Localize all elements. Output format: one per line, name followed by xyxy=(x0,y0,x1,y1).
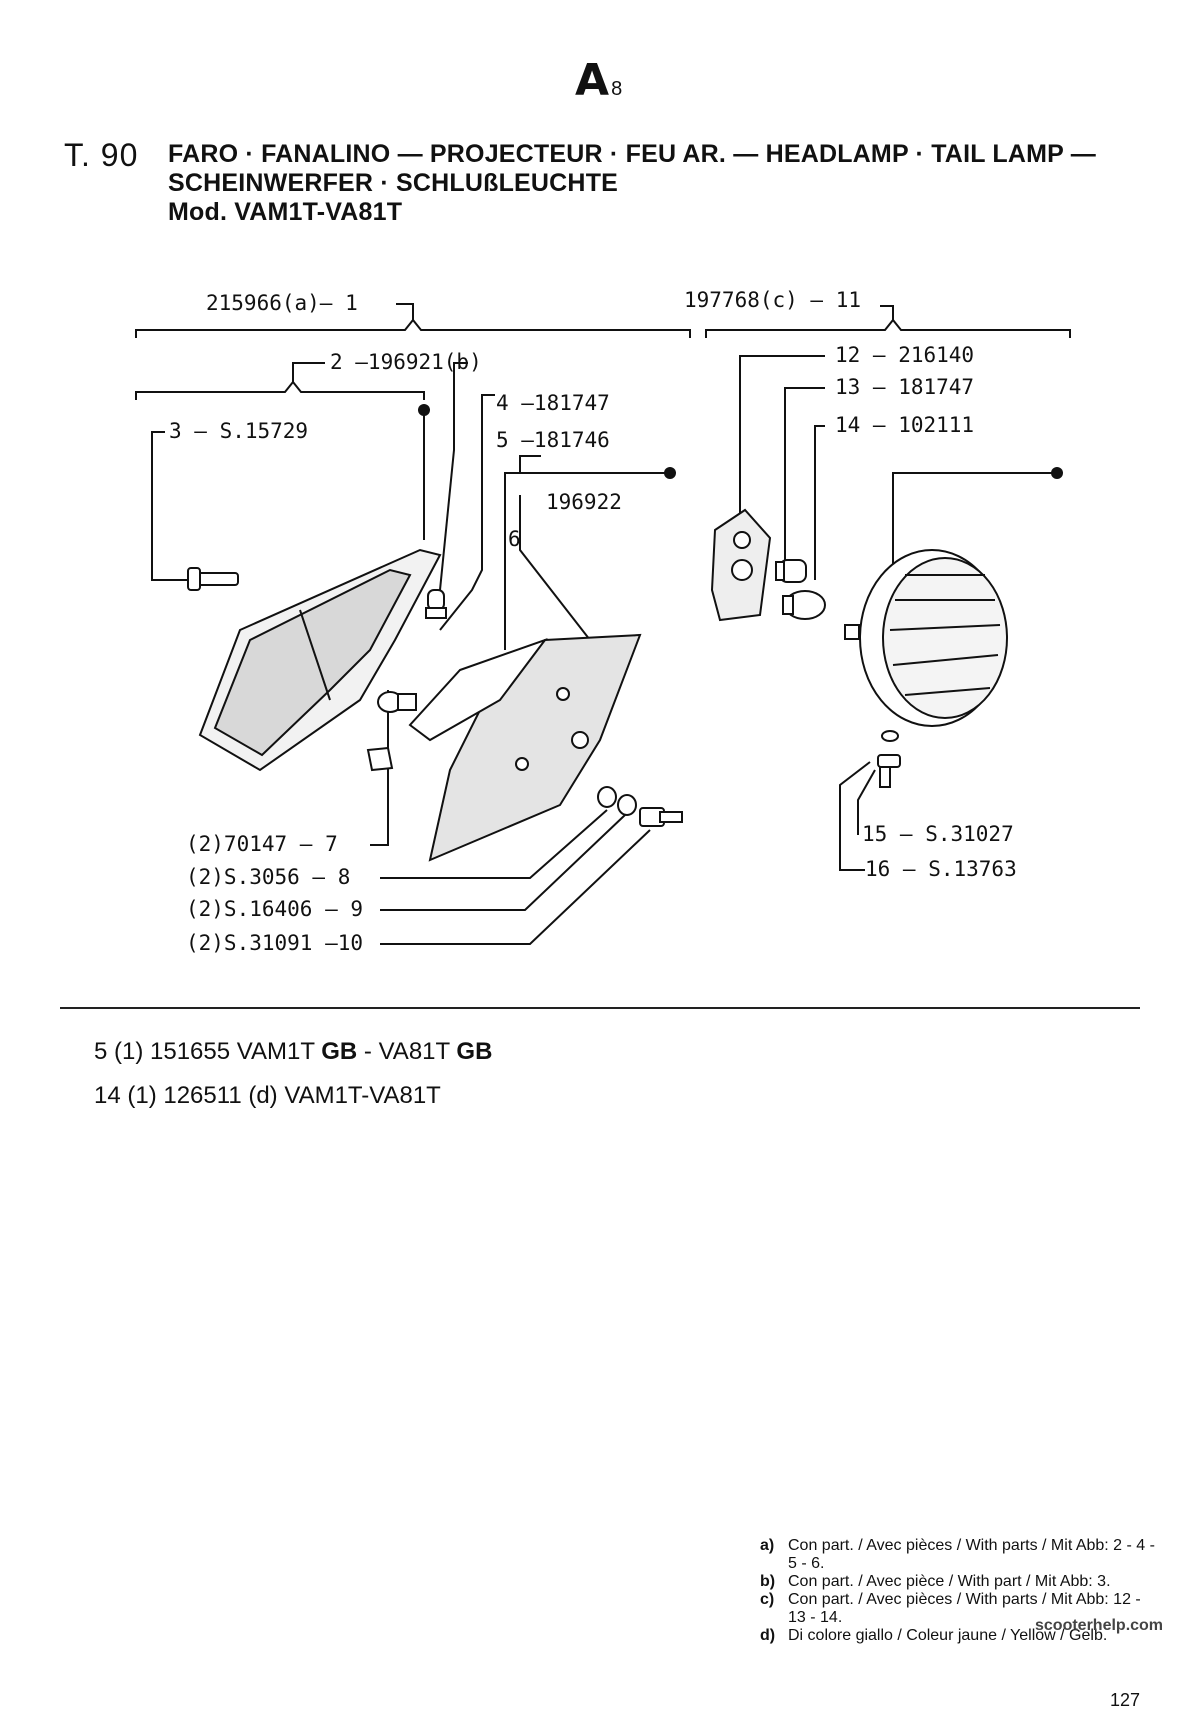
leader-7 xyxy=(370,690,389,846)
variant-notes: 5 (1) 151655 VAM1T GB - VA81T GB 14 (1) … xyxy=(94,1030,492,1118)
leader-196922 xyxy=(519,455,541,474)
leader-10 xyxy=(380,829,651,945)
page-number: 127 xyxy=(1110,1690,1141,1710)
page-title: FARO · FANALINO — PROJECTEUR · FEU AR. —… xyxy=(168,140,1096,227)
dot-headlamp xyxy=(1051,467,1063,479)
leader-8 xyxy=(380,809,608,879)
note-1-text: 5 (1) 151655 VAM1T xyxy=(94,1038,322,1065)
callout-196922: 196922 xyxy=(546,490,622,514)
callout-11: 197768(c) — 11 xyxy=(684,288,861,312)
bulb-5 xyxy=(377,691,417,713)
leader-14 xyxy=(814,425,825,580)
callout-5: 5 —181746 xyxy=(496,428,610,452)
leader-6 xyxy=(519,495,591,641)
callout-1: 215966(a)— 1 xyxy=(206,291,358,315)
legend-row-c: c)Con part. / Avec pièces / With parts /… xyxy=(760,1591,1141,1626)
callout-12: 12 — 216140 xyxy=(835,343,974,367)
legend-row-a: a)Con part. / Avec pièces / With parts /… xyxy=(760,1537,1155,1572)
leader-5 xyxy=(439,394,495,631)
dot-lens xyxy=(418,404,430,416)
leader-base xyxy=(504,472,670,650)
callout-7: (2)70147 — 7 xyxy=(186,832,338,856)
leader-1 xyxy=(396,303,414,320)
section-letter: A xyxy=(575,55,610,106)
tail-lamp-lens xyxy=(198,548,442,772)
note-line-2: 14 (1) 126511 (d) VAM1T-VA81T xyxy=(94,1082,441,1109)
bracket-assembly-2 xyxy=(135,380,425,400)
bulb-13 xyxy=(775,559,807,583)
legend-row-d: d)Di colore giallo / Coleur jaune / Yell… xyxy=(760,1627,1108,1644)
leader-3 xyxy=(151,431,195,581)
base-plate-6 xyxy=(408,633,642,862)
note-1-gb-2: GB xyxy=(456,1038,493,1065)
bracket-assembly-1 xyxy=(135,318,691,338)
dot-base xyxy=(664,467,676,479)
bracket-assembly-11 xyxy=(705,318,1071,338)
leader-16 xyxy=(839,761,871,871)
leader-4 xyxy=(439,362,468,591)
title-line-3: Mod. VAM1T-VA81T xyxy=(168,198,403,226)
leader-2 xyxy=(292,362,325,382)
leader-15 xyxy=(857,769,876,835)
section-divider xyxy=(60,1007,1140,1009)
note-1-gb: GB xyxy=(321,1038,358,1065)
table-number: T. 90 xyxy=(64,137,139,173)
bulb-4 xyxy=(425,589,447,619)
washers-screw xyxy=(597,786,683,827)
section-subscript: 8 xyxy=(611,78,623,100)
screw-3 xyxy=(187,567,239,591)
leader-9 xyxy=(380,814,626,911)
callout-8: (2)S.3056 — 8 xyxy=(186,865,350,889)
leader-11 xyxy=(880,305,894,320)
leader-13 xyxy=(784,387,825,560)
bulb-holder-12 xyxy=(710,508,772,622)
headlamp-unit xyxy=(844,549,1008,727)
callout-6: 6 xyxy=(508,527,521,551)
legend-row-b: b)Con part. / Avec pièce / With part / M… xyxy=(760,1573,1111,1590)
callout-9: (2)S.16406 — 9 xyxy=(186,897,363,921)
note-1-mid: - VA81T xyxy=(357,1038,457,1065)
title-line-2: SCHEINWERFER · SCHLUßLEUCHTE xyxy=(168,169,619,197)
leader-headlamp xyxy=(892,472,1055,570)
footnote-legend: a)Con part. / Avec pièces / With parts /… xyxy=(760,1537,1160,1645)
note-line-1: 5 (1) 151655 VAM1T GB - VA81T GB xyxy=(94,1030,492,1074)
exploded-parts-diagram: 215966(a)— 1 197768(c) — 11 2 —196921(b)… xyxy=(135,288,1071,955)
watermark: scooterhelp.com xyxy=(1035,1617,1164,1634)
nut-7 xyxy=(366,746,394,772)
callout-10: (2)S.31091 —10 xyxy=(186,931,363,955)
bulb-14 xyxy=(782,590,826,620)
callout-2: 2 —196921(b) xyxy=(330,350,482,374)
callout-13: 13 — 181747 xyxy=(835,375,974,399)
callout-4: 4 —181747 xyxy=(496,391,610,415)
title-line-1: FARO · FANALINO — PROJECTEUR · FEU AR. —… xyxy=(168,140,1096,168)
screw-15 xyxy=(877,730,901,788)
leader-12 xyxy=(739,355,825,550)
callout-3: 3 — S.15729 xyxy=(169,419,308,443)
callout-16: 16 — S.13763 xyxy=(865,857,1017,881)
callout-14: 14 — 102111 xyxy=(835,413,974,437)
callout-15: 15 — S.31027 xyxy=(862,822,1014,846)
